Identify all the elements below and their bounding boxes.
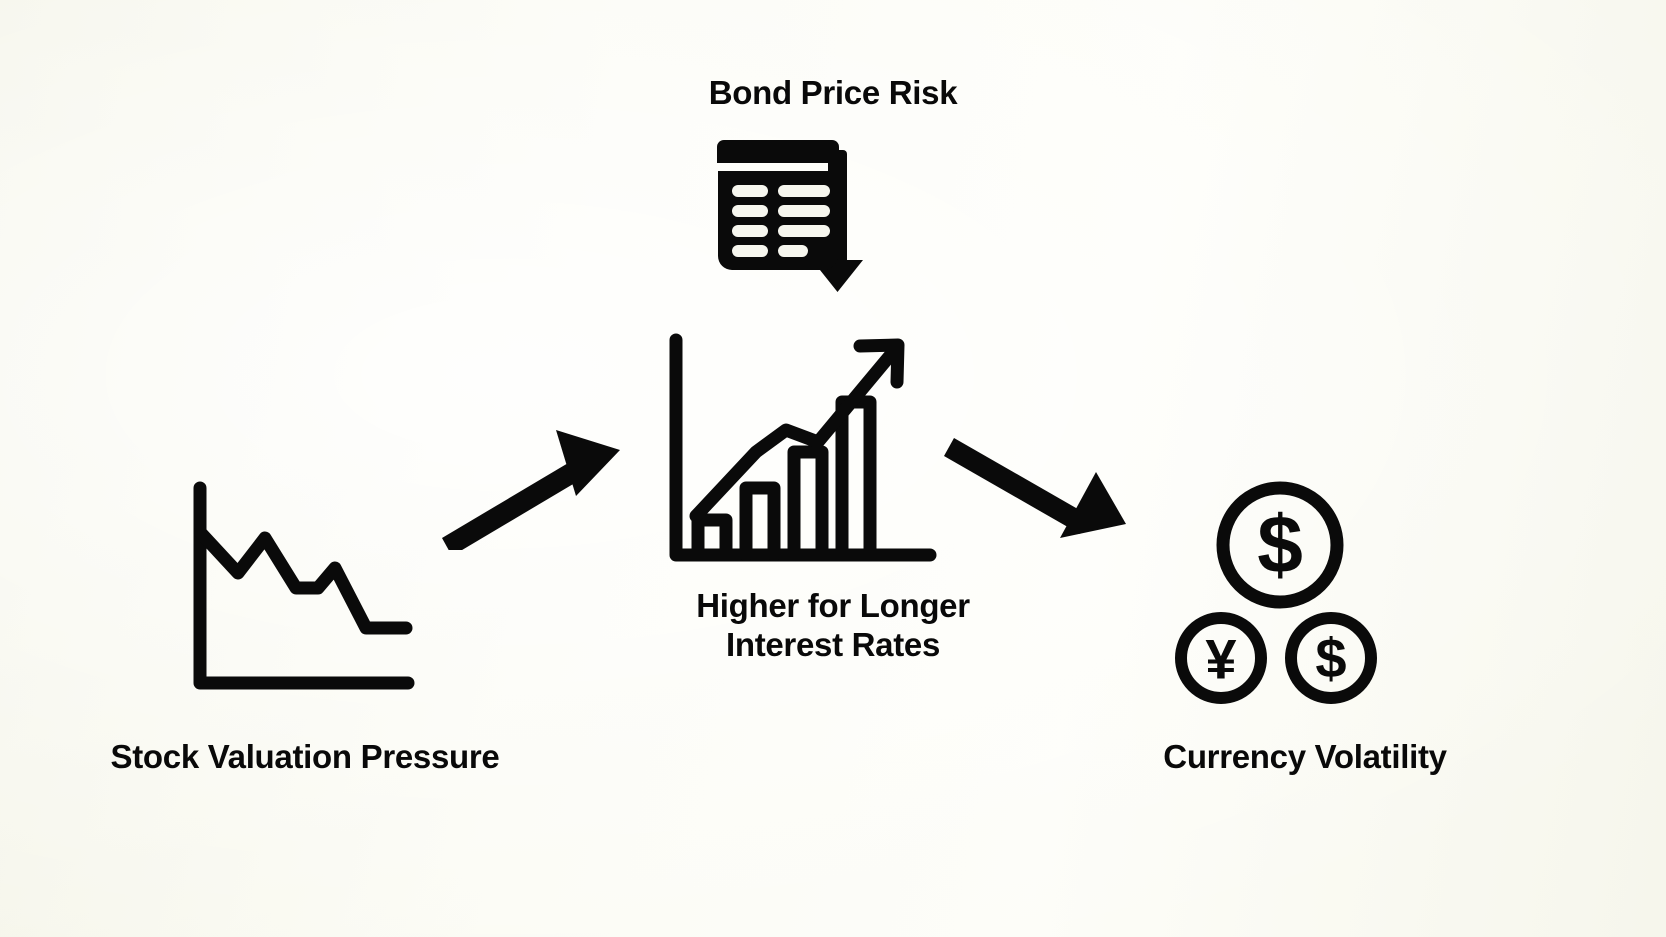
svg-text:$: $	[1315, 627, 1346, 690]
node-label-interest-rates-line2: Interest Rates	[725, 625, 941, 663]
node-label-interest-rates: Higher for Longer Interest Rates	[618, 587, 1048, 665]
dollar-coin-small: $	[1285, 612, 1377, 704]
currency-coins-icon: $ ¥ $	[1175, 481, 1377, 704]
document-down-arrow-icon	[717, 140, 863, 292]
node-label-currency-volatility: Currency Volatility	[1163, 738, 1447, 775]
yen-coin-small: ¥	[1175, 612, 1267, 704]
growth-bar-chart-icon	[669, 333, 937, 562]
svg-text:$: $	[1257, 500, 1303, 591]
node-label-bond-price-risk: Bond Price Risk	[708, 74, 958, 111]
node-label-interest-rates-line1: Higher for Longer	[696, 587, 970, 624]
arrow-rates-to-currency-icon	[944, 438, 1126, 538]
dollar-coin-large: $	[1216, 481, 1344, 609]
node-label-stock-valuation-pressure: Stock Valuation Pressure	[110, 738, 500, 775]
svg-text:¥: ¥	[1205, 628, 1236, 691]
arrow-stock-to-rates-icon	[442, 430, 620, 550]
declining-line-chart-icon	[193, 481, 415, 690]
